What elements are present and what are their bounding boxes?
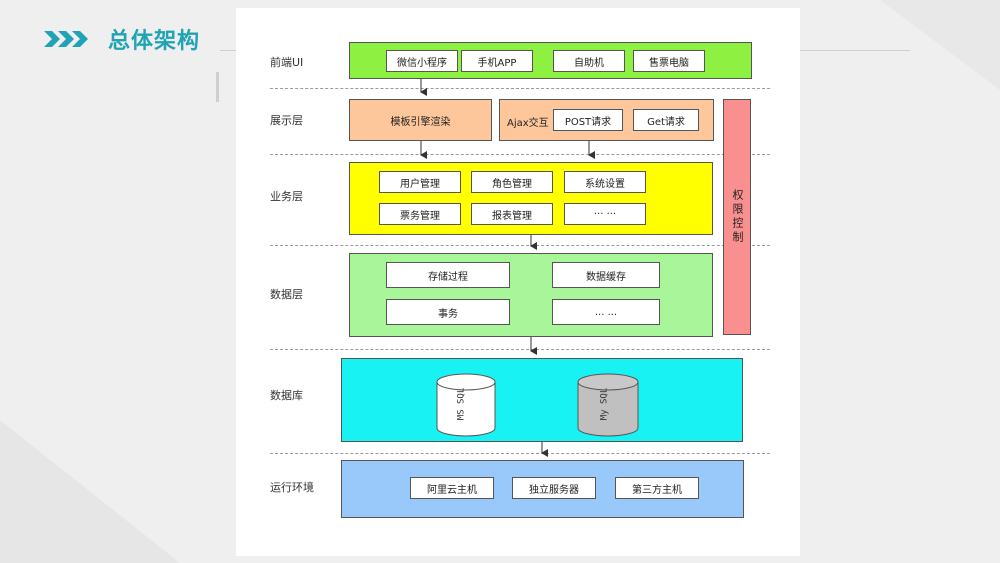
business-item: 报表管理 (471, 203, 553, 225)
frontend-item: 手机APP (461, 50, 533, 72)
chevrons-icon (44, 29, 92, 49)
data-layer: 存储过程 数据缓存 事务 ... ... (349, 253, 713, 337)
business-item: 票务管理 (379, 203, 461, 225)
layer-label-data: 数据层 (270, 288, 303, 301)
my-sql-cylinder-icon (577, 373, 639, 437)
permission-control-bar: 权限控制 (723, 99, 751, 335)
data-item: 事务 (386, 299, 510, 325)
runtime-item: 独立服务器 (512, 477, 596, 499)
frontend-item: 售票电脑 (633, 50, 705, 72)
post-request-box: POST请求 (553, 109, 623, 131)
business-item: ··· ··· (564, 203, 646, 225)
layer-label-presentation: 展示层 (270, 114, 303, 127)
separator (270, 245, 770, 246)
data-item: 存储过程 (386, 262, 510, 288)
separator (270, 349, 770, 350)
my-sql-label: My SQL (599, 387, 610, 421)
ms-sql-cylinder-icon (436, 373, 496, 437)
data-item: ... ... (552, 299, 660, 325)
page-title: 总体架构 (108, 29, 201, 54)
header: 总体架构 (44, 22, 200, 56)
separator (270, 453, 770, 454)
layer-label-runtime: 运行环境 (270, 481, 314, 494)
business-layer: 用户管理 角色管理 系统设置 票务管理 报表管理 ··· ··· (349, 162, 713, 235)
separator (270, 154, 770, 155)
layer-label-frontend: 前端UI (270, 56, 304, 69)
get-request-box: Get请求 (633, 109, 699, 131)
frontend-layer: 微信小程序 手机APP 自助机 售票电脑 (349, 42, 752, 79)
business-item: 角色管理 (471, 171, 553, 193)
layer-label-business: 业务层 (270, 190, 303, 203)
permission-control-label: 权限控制 (731, 189, 744, 245)
ajax-box: Ajax交互 POST请求 Get请求 (499, 99, 714, 141)
ajax-label: Ajax交互 (507, 118, 549, 129)
ms-sql-label: MS SQL (456, 387, 467, 421)
frontend-item: 微信小程序 (386, 50, 458, 72)
template-engine-box: 模板引擎渲染 (349, 99, 492, 141)
frontend-item: 自助机 (553, 50, 625, 72)
title-tick (216, 72, 219, 102)
business-item: 系统设置 (564, 171, 646, 193)
runtime-item: 第三方主机 (615, 477, 699, 499)
data-item: 数据缓存 (552, 262, 660, 288)
separator (270, 88, 770, 89)
business-item: 用户管理 (379, 171, 461, 193)
database-layer: MS SQL My SQL (341, 358, 743, 442)
template-engine-label: 模板引擎渲染 (390, 116, 451, 128)
layer-label-database: 数据库 (270, 389, 303, 402)
runtime-item: 阿里云主机 (410, 477, 494, 499)
runtime-layer: 阿里云主机 独立服务器 第三方主机 (341, 460, 744, 518)
